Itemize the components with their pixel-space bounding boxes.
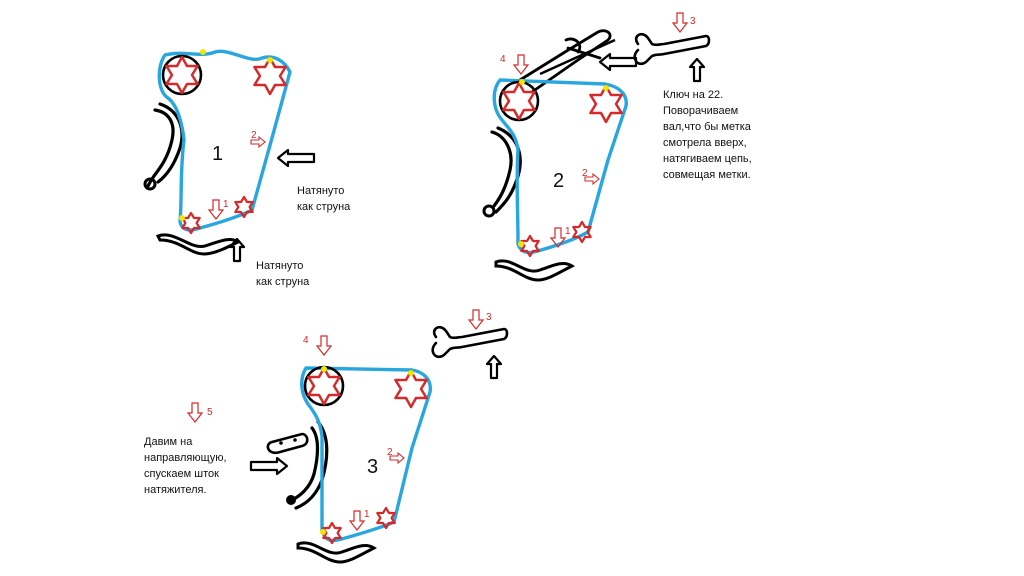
push-arrow-left bbox=[598, 52, 638, 72]
note-wrench-22: Ключ на 22. Поворачиваем вал,что бы метк… bbox=[663, 89, 752, 181]
diagram-number-3: 3 bbox=[367, 456, 378, 478]
red-label-2: 2 bbox=[251, 130, 257, 141]
timing-chain bbox=[492, 78, 628, 255]
chain-guide-bottom bbox=[155, 233, 241, 256]
push-arrow-right bbox=[249, 456, 289, 476]
red-label-1: 1 bbox=[223, 199, 229, 210]
wrench-icon bbox=[431, 325, 509, 359]
note-press-guide: Давим на направляющую, спускаем шток нат… bbox=[144, 436, 227, 496]
note-tensioned-side: Натянуто как струна bbox=[297, 185, 351, 213]
tensioner-lever bbox=[266, 432, 309, 455]
red-label-5: 5 bbox=[207, 407, 213, 418]
timing-mark bbox=[200, 49, 206, 55]
diagram-number-2: 2 bbox=[553, 170, 564, 192]
red-label-2: 2 bbox=[582, 168, 588, 179]
chain-guide-left bbox=[490, 130, 513, 208]
diagram-3: 3 4 3 5 2 1 bbox=[187, 309, 509, 564]
red-label-3: 3 bbox=[486, 312, 492, 323]
red-label-4: 4 bbox=[500, 54, 506, 65]
chain-guide-left bbox=[290, 426, 320, 502]
red-label-1: 1 bbox=[565, 226, 571, 237]
red-label-2: 2 bbox=[387, 447, 393, 458]
diagram-number-1: 1 bbox=[212, 143, 223, 165]
timing-mark bbox=[321, 366, 327, 372]
red-label-1: 1 bbox=[364, 509, 370, 520]
diagram-1: 1 2 1 bbox=[143, 49, 316, 263]
camshaft-sprocket-left bbox=[161, 54, 203, 96]
push-arrow-up bbox=[485, 354, 503, 380]
chain-guide-bottom bbox=[494, 259, 575, 282]
camshaft-sprocket-left bbox=[498, 80, 540, 122]
chain-guide-bottom bbox=[296, 541, 377, 564]
tensioner-pivot bbox=[143, 177, 157, 191]
diagram-2: 2 4 3 2 1 bbox=[482, 12, 711, 282]
red-label-3: 3 bbox=[690, 16, 696, 27]
note-tensioned-bottom: Натянуто как струна bbox=[256, 260, 310, 288]
timing-mark bbox=[519, 79, 525, 85]
chain-guide-left bbox=[146, 108, 175, 188]
push-arrow-left bbox=[276, 148, 316, 168]
push-arrow-up bbox=[688, 57, 706, 83]
camshaft-sprocket-left bbox=[303, 365, 345, 407]
red-label-4: 4 bbox=[303, 335, 309, 346]
